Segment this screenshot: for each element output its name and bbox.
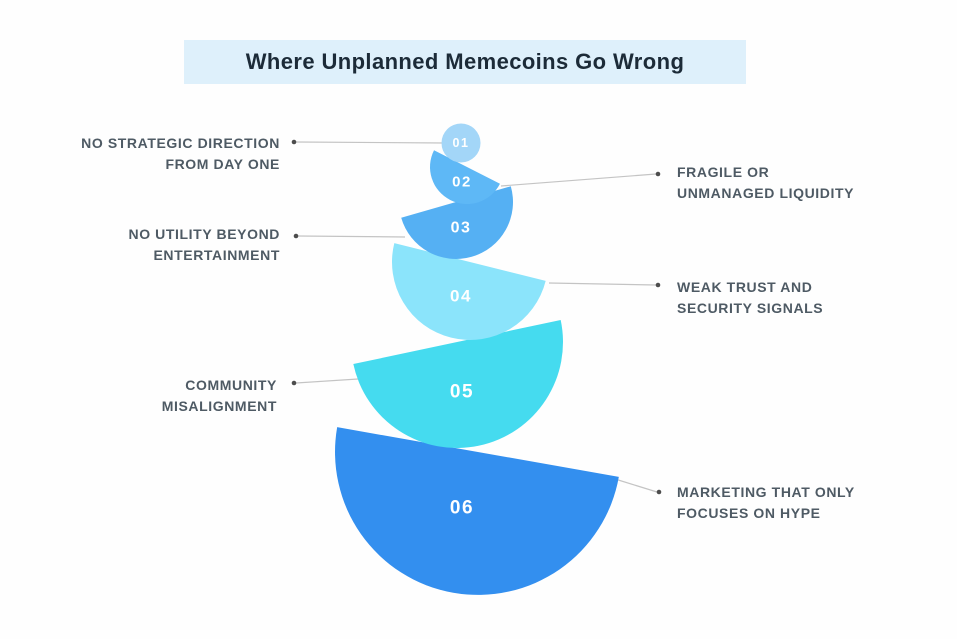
- stage-01-shape: [441, 123, 481, 163]
- stage-label-6-line-1: MARKETING THAT ONLY: [677, 484, 855, 500]
- connector-line-6: [614, 478, 658, 493]
- stage-05-shape: [353, 319, 563, 448]
- stage-03-shape: [401, 186, 513, 259]
- connector-line-5: [295, 378, 359, 384]
- connector-dot-3: [293, 233, 299, 239]
- stage-label-5: COMMUNITY MISALIGNMENT: [162, 375, 277, 417]
- stage-number-5: 05: [450, 382, 474, 403]
- stage-number-1: 01: [453, 136, 470, 150]
- stage-label-2-line-1: FRAGILE OR: [677, 164, 770, 180]
- stage-label-4-line-2: SECURITY SIGNALS: [677, 300, 824, 316]
- connector-line-1: [295, 141, 446, 144]
- stage-label-1-line-1: NO STRATEGIC DIRECTION: [81, 135, 280, 151]
- connector-line-3: [297, 235, 406, 238]
- stage-label-1: NO STRATEGIC DIRECTION FROM DAY ONE: [81, 133, 280, 175]
- title-banner: Where Unplanned Memecoins Go Wrong: [184, 40, 746, 84]
- stage-04-shape: [392, 243, 546, 340]
- connector-dot-6: [656, 489, 662, 495]
- connector-dots: [291, 139, 662, 495]
- connector-lines: [295, 141, 658, 493]
- connector-dot-5: [291, 380, 297, 386]
- stage-label-6-line-2: FOCUSES ON HYPE: [677, 505, 821, 521]
- stage-label-2-line-2: UNMANAGED LIQUIDITY: [677, 185, 855, 201]
- stage-numbers: 01 02 03 04 05 06: [450, 136, 474, 519]
- connector-line-4: [548, 282, 657, 286]
- stage-number-2: 02: [452, 174, 472, 191]
- stage-number-3: 03: [451, 220, 472, 237]
- connector-dot-4: [655, 282, 661, 288]
- stage-label-1-line-2: FROM DAY ONE: [165, 156, 280, 172]
- connector-line-2: [500, 173, 657, 187]
- stage-label-6: MARKETING THAT ONLY FOCUSES ON HYPE: [677, 482, 855, 524]
- stage-label-2: FRAGILE OR UNMANAGED LIQUIDITY: [677, 162, 854, 204]
- stage-label-4: WEAK TRUST AND SECURITY SIGNALS: [677, 277, 823, 319]
- stage-label-4-line-1: WEAK TRUST AND: [677, 279, 813, 295]
- stage-02-shape: [430, 150, 500, 204]
- stage-06-shape: [335, 427, 619, 595]
- stage-number-4: 04: [450, 287, 472, 306]
- stage-number-6: 06: [450, 498, 474, 519]
- stage-label-3: NO UTILITY BEYOND ENTERTAINMENT: [128, 224, 280, 266]
- stage-label-5-line-1: COMMUNITY: [185, 377, 277, 393]
- stage-label-5-line-2: MISALIGNMENT: [161, 398, 277, 414]
- page-title: Where Unplanned Memecoins Go Wrong: [245, 49, 685, 74]
- stage-label-3-line-2: ENTERTAINMENT: [153, 247, 280, 263]
- stage-label-3-line-1: NO UTILITY BEYOND: [128, 226, 280, 242]
- connector-dot-1: [291, 139, 297, 145]
- connector-dot-2: [655, 171, 661, 177]
